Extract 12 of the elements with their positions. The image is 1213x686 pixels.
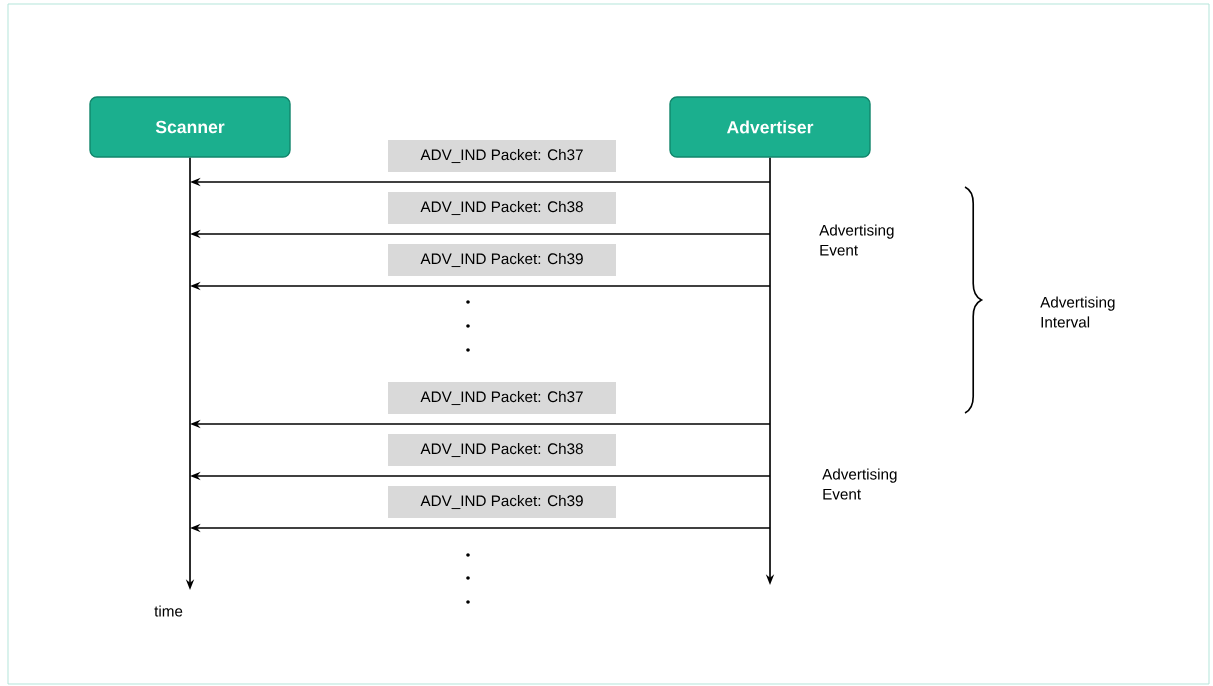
edge-label: ADV_IND Packet: Ch38 <box>388 192 616 224</box>
lifeline-box: Advertiser <box>669 96 871 158</box>
annotation-text: Advertising Event <box>822 468 897 500</box>
annotation-text: time <box>154 605 183 617</box>
edge-label: ADV_IND Packet: Ch39 <box>388 244 616 276</box>
annotation-text: Advertising Interval <box>1040 296 1115 328</box>
edge-label: ADV_IND Packet: Ch37 <box>388 140 616 172</box>
edge-label: ADV_IND Packet: Ch39 <box>388 486 616 518</box>
edge-label: ADV_IND Packet: Ch38 <box>388 434 616 466</box>
annotation-text: Advertising Event <box>819 224 894 256</box>
lifeline-box: Scanner <box>89 96 291 158</box>
edge-label: ADV_IND Packet: Ch37 <box>388 382 616 414</box>
